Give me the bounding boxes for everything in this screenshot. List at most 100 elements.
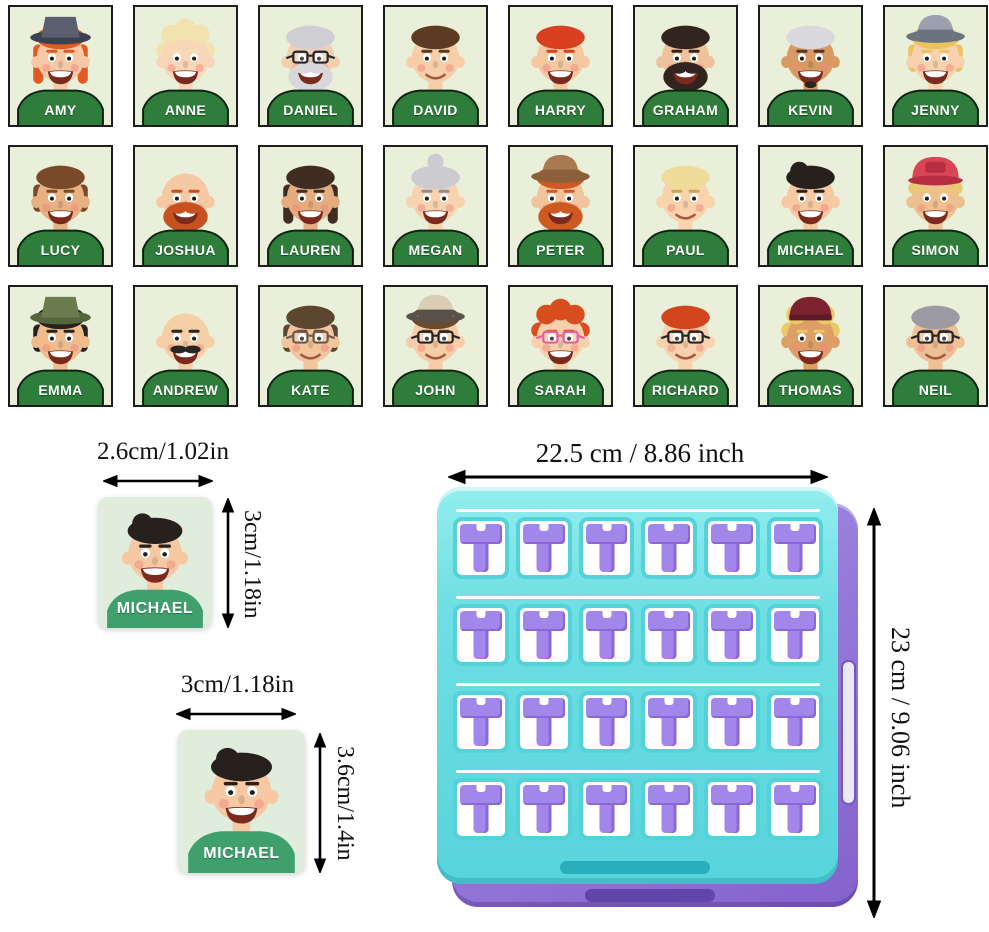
flip-card-stem <box>724 631 740 659</box>
size-demo-card-name: MICHAEL <box>203 845 280 862</box>
board-row-rail <box>456 683 820 686</box>
character-face-icon <box>142 18 229 125</box>
character-name: SIMON <box>911 242 960 258</box>
character-card-emma: EMMA <box>8 285 113 407</box>
board-width-label: 22.5 cm / 8.86 inch <box>535 438 745 468</box>
character-face-icon <box>17 16 104 125</box>
character-face-icon <box>17 296 104 405</box>
character-face-icon <box>188 747 295 873</box>
flip-card-stem <box>661 631 677 659</box>
character-name: KEVIN <box>788 102 833 118</box>
character-name: SARAH <box>534 382 587 398</box>
board-front-handle-slot <box>560 861 710 874</box>
board-flip-card-slot <box>578 517 635 579</box>
character-face-icon <box>392 153 479 265</box>
board-flip-card-slot <box>453 517 509 579</box>
flip-card-notch <box>790 785 800 792</box>
board-flip-card-slot <box>704 604 761 666</box>
flip-card-notch <box>727 698 737 705</box>
flip-card-notch <box>790 524 800 531</box>
flip-card-top <box>522 524 565 544</box>
board-flip-card-slot <box>515 778 572 840</box>
character-face-icon <box>517 154 604 265</box>
character-face-icon <box>17 165 104 265</box>
width-arrow-board <box>448 469 828 485</box>
character-card-andrew: ANDREW <box>133 285 238 407</box>
flip-card-top <box>585 524 628 544</box>
board-flip-card-slots <box>453 509 823 859</box>
width-arrow-large-card <box>176 707 296 721</box>
board-slot-row <box>453 517 823 579</box>
board-slot-row <box>453 604 823 666</box>
character-name: KATE <box>291 382 330 398</box>
board-flip-card-slot <box>767 604 823 666</box>
character-name: AMY <box>44 102 77 118</box>
character-face-icon <box>642 305 729 405</box>
board-flip-card-slot <box>578 778 635 840</box>
character-card-peter: PETER <box>508 145 613 267</box>
flip-card-top <box>648 698 691 718</box>
character-face-icon <box>107 513 203 628</box>
board-row-rail <box>456 770 820 773</box>
flip-card-notch <box>476 698 486 705</box>
character-name: LUCY <box>40 242 81 258</box>
flip-card-stem <box>599 631 615 659</box>
character-name: EMMA <box>38 382 83 398</box>
flip-card-top <box>522 785 565 805</box>
flip-card-notch <box>539 611 549 618</box>
board-back-handle-slot <box>585 889 715 902</box>
character-face-icon <box>892 305 979 405</box>
flip-card-top <box>648 524 691 544</box>
character-name: GRAHAM <box>652 102 719 118</box>
flip-card-stem <box>536 805 552 833</box>
flip-card-notch <box>727 611 737 618</box>
flip-card-top <box>460 698 502 718</box>
flip-card-notch <box>476 785 486 792</box>
character-card-megan: MEGAN <box>383 145 488 267</box>
size-demo-card-small: MICHAEL <box>98 497 212 628</box>
board-flip-card-slot <box>578 691 635 753</box>
character-card-anne: ANNE <box>133 5 238 127</box>
flip-card-notch <box>664 785 674 792</box>
character-card-lauren: LAUREN <box>258 145 363 267</box>
character-name: PETER <box>536 242 585 258</box>
character-name: JOHN <box>415 382 456 398</box>
flip-card-stem <box>473 631 489 659</box>
character-card-paul: PAUL <box>633 145 738 267</box>
flip-card-top <box>460 785 502 805</box>
flip-card-stem <box>536 544 552 572</box>
character-card-lucy: LUCY <box>8 145 113 267</box>
character-card-john: JOHN <box>383 285 488 407</box>
flip-card-top <box>711 524 754 544</box>
character-face-icon <box>642 165 729 265</box>
flip-card-notch <box>539 524 549 531</box>
character-name: NEIL <box>918 382 953 398</box>
board-height-label: 23 cm / 9.06 inch <box>886 627 915 809</box>
character-face-icon <box>892 156 979 265</box>
character-face-icon <box>142 313 229 405</box>
flip-card-top <box>585 785 628 805</box>
character-card-kate: KATE <box>258 285 363 407</box>
board-flip-card-slot <box>641 604 698 666</box>
character-face-icon <box>267 305 354 405</box>
height-arrow-board <box>866 508 882 918</box>
character-face-icon <box>517 25 604 125</box>
flip-card-top <box>460 524 502 544</box>
flip-card-stem <box>787 544 803 572</box>
small-card-width-label: 2.6cm/1.02in <box>97 438 229 465</box>
board-flip-card-slot <box>453 604 509 666</box>
flip-card-stem <box>724 544 740 572</box>
board-flip-card-slot <box>641 691 698 753</box>
character-face-icon <box>142 173 229 265</box>
flip-card-notch <box>476 611 486 618</box>
flip-card-stem <box>599 718 615 746</box>
width-arrow-small-card <box>103 474 213 488</box>
flip-card-top <box>774 785 816 805</box>
board-flip-card-slot <box>453 778 509 840</box>
board-flip-card-slot <box>704 517 761 579</box>
board-flip-card-slot <box>515 517 572 579</box>
board-flip-card-slot <box>704 778 761 840</box>
small-card-height-label: 3cm/1.18in <box>239 509 265 619</box>
character-name: ANNE <box>164 102 207 118</box>
character-face-icon <box>892 14 979 125</box>
